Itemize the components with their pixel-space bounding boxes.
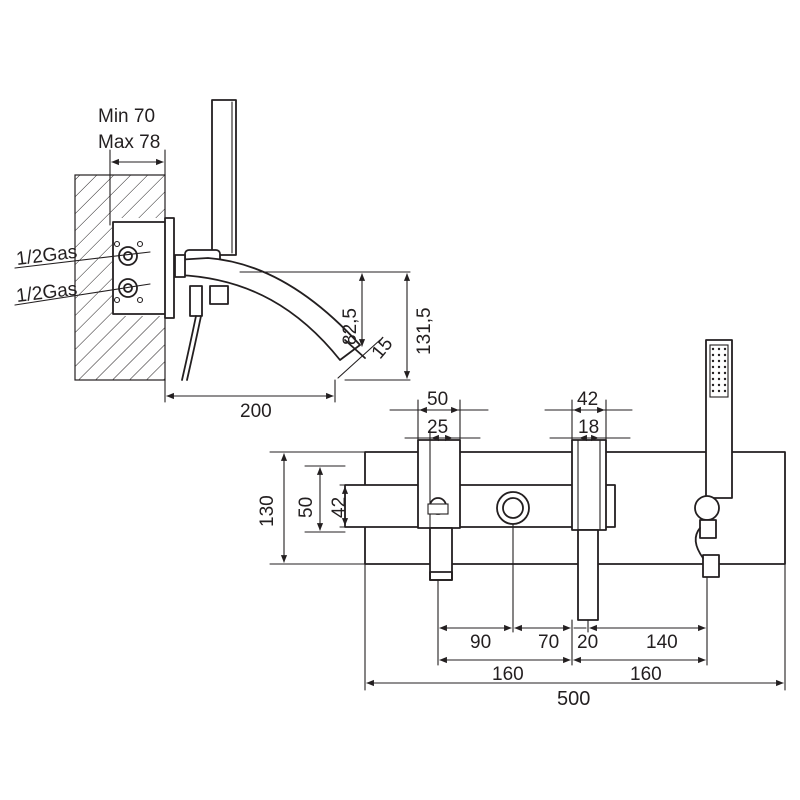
wall-max-label: Max 78 <box>98 132 160 153</box>
plate-height-label: 130 <box>257 495 278 527</box>
handle-height-label: 42 <box>329 497 350 518</box>
total-width-label: 500 <box>557 688 590 710</box>
half-right-label: 160 <box>630 664 662 685</box>
gap-4-label: 140 <box>646 632 678 653</box>
spout-height-label: 82,5 <box>340 308 361 345</box>
diverter-pillar <box>571 439 607 531</box>
spout-width-label: 50 <box>427 389 448 410</box>
side-view: 1/2Gas 1/2Gas Min 70 Max 78 82,5 131,5 1 <box>14 99 435 422</box>
gap-1-label: 90 <box>470 632 491 653</box>
control-body <box>344 484 616 528</box>
front-view: 130 50 42 50 25 42 18 <box>257 339 786 710</box>
spout-side <box>174 257 361 361</box>
half-left-label: 160 <box>492 664 524 685</box>
wall-min-label: Min 70 <box>98 106 155 127</box>
spout-reach-label: 200 <box>240 401 272 422</box>
hand-shower-front <box>694 339 733 578</box>
inlet-upper-label: 1/2Gas <box>15 242 78 270</box>
overall-height-label: 131,5 <box>414 307 435 355</box>
pillar-inner-label: 18 <box>578 417 599 438</box>
outlet-gap-label: 15 <box>368 334 398 364</box>
inner-height-label: 50 <box>296 497 317 518</box>
spout-inner-label: 25 <box>427 417 448 438</box>
mounting-box <box>112 221 169 315</box>
gap-2-label: 70 <box>538 632 559 653</box>
inlet-lower-label: 1/2Gas <box>15 279 78 307</box>
inlet-connector-lower <box>113 278 144 304</box>
pillar-width-label: 42 <box>577 389 598 410</box>
gap-3-label: 20 <box>577 632 598 653</box>
inlet-connector-upper <box>113 240 144 266</box>
